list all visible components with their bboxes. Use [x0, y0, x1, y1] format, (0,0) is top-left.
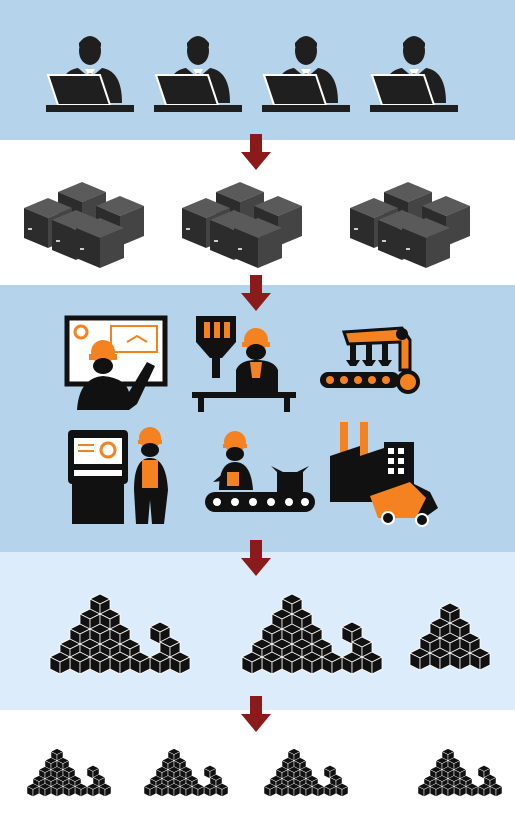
cube-pyramid-icon	[144, 749, 228, 797]
engineer-control-panel-icon	[64, 315, 168, 410]
businessman-laptop-icon	[45, 35, 135, 113]
cube-formations-small	[27, 749, 502, 797]
worker-packing-conveyor-icon	[205, 431, 315, 512]
operator-console-icon	[68, 427, 168, 524]
cube-pyramid-icon	[242, 594, 382, 674]
managers-row	[45, 35, 459, 113]
cube-pyramid-icon	[264, 749, 348, 797]
cube-pyramid-icon	[50, 594, 190, 674]
down-arrow-icon	[241, 540, 271, 576]
box-stack-icon	[350, 182, 470, 268]
cube-pyramid-icon	[410, 603, 490, 670]
robotic-arm-conveyor-icon	[320, 326, 420, 394]
cube-pyramid-icon	[27, 749, 111, 797]
factory-worker-machine-icon	[192, 316, 296, 412]
businessman-laptop-icon	[369, 35, 459, 113]
box-stack-icon	[24, 182, 144, 268]
businessman-laptop-icon	[261, 35, 351, 113]
down-arrow-icon	[241, 696, 271, 732]
cube-pyramid-icon	[418, 749, 502, 797]
manufacturing-icons	[64, 315, 438, 527]
down-arrow-icon	[241, 275, 271, 311]
businessman-laptop-icon	[153, 35, 243, 113]
factory-delivery-truck-icon	[330, 422, 438, 527]
box-stacks-row	[24, 182, 470, 268]
cube-formations-large	[50, 594, 490, 674]
down-arrow-icon	[241, 134, 271, 170]
box-stack-icon	[182, 182, 302, 268]
